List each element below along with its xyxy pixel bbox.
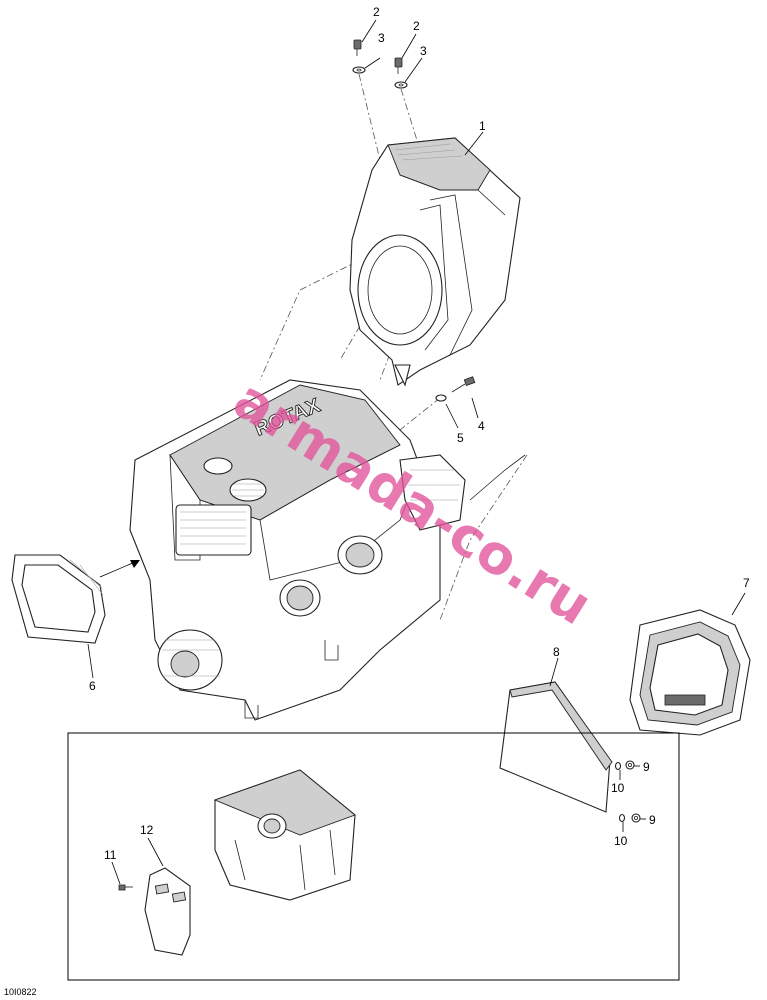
callout-8: 8 xyxy=(553,645,560,659)
callout-2-right: 2 xyxy=(413,19,420,33)
callout-11: 11 xyxy=(104,848,117,862)
callout-2-left: 2 xyxy=(373,5,380,19)
washer-10-upper xyxy=(614,761,622,771)
cover-8 xyxy=(499,681,613,813)
intake-arrow xyxy=(99,560,140,578)
carburetor-linkage xyxy=(399,454,466,531)
callout-10-lower: 10 xyxy=(614,834,628,848)
flywheel-housing xyxy=(157,629,223,691)
figure-id: 10I0822 xyxy=(4,987,37,997)
bracket-12 xyxy=(144,867,191,956)
nut-9-upper xyxy=(625,760,635,770)
nut-9-lower xyxy=(631,813,641,823)
cylinder-port-right xyxy=(337,535,383,575)
callout-1: 1 xyxy=(479,119,486,133)
callout-10-upper: 10 xyxy=(611,781,625,795)
engine-assembly: ROTAX xyxy=(129,379,526,721)
callout-6: 6 xyxy=(89,679,96,693)
callout-9-lower: 9 xyxy=(649,813,656,827)
leader-lines xyxy=(87,19,746,885)
fan-housing xyxy=(349,137,521,387)
cylinder-port-left xyxy=(279,579,321,617)
screw-11 xyxy=(118,884,133,891)
bolt-4 xyxy=(451,376,476,393)
callout-3-left: 3 xyxy=(378,31,385,45)
callout-3-right: 3 xyxy=(420,44,427,58)
callout-4: 4 xyxy=(478,419,485,433)
callout-7: 7 xyxy=(743,576,750,590)
inset-frame xyxy=(67,732,680,981)
intake-housing-7 xyxy=(629,609,751,736)
screw-right xyxy=(394,57,403,74)
washer-10-lower xyxy=(618,813,626,823)
screw-left xyxy=(353,39,362,56)
callout-5: 5 xyxy=(457,431,464,445)
inset-engine xyxy=(213,769,356,901)
callout-12: 12 xyxy=(140,823,154,837)
washer-left xyxy=(352,66,366,74)
washer-5 xyxy=(435,394,447,402)
callout-9-upper: 9 xyxy=(643,760,650,774)
seal-6 xyxy=(11,554,106,644)
washer-right xyxy=(394,81,408,89)
